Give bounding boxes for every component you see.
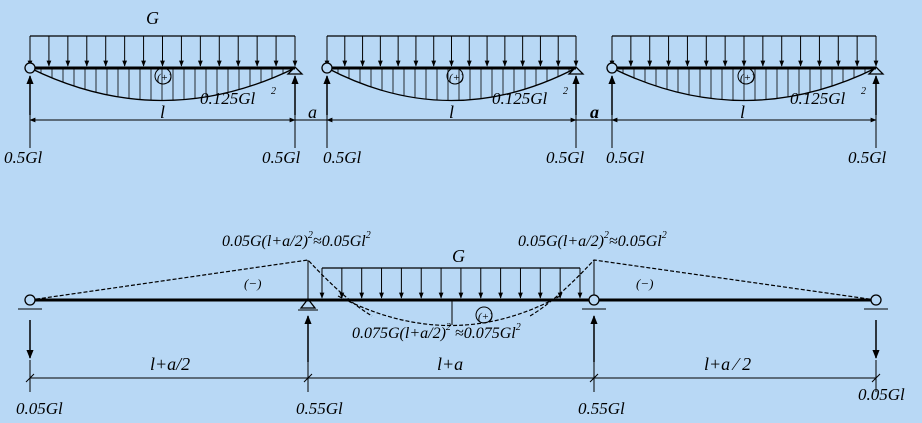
bottom-support-1-roller <box>24 294 36 306</box>
top-span-1-moment-hatch <box>40 68 295 100</box>
bottom-row: 0.05G(l+a/2)2≈0.05Gl2 0.05G(l+a/2)2≈0.05… <box>16 230 905 418</box>
top-row: G (+) 0.125Gl 2 l 0.5Gl 0.5Gl a <box>4 8 887 167</box>
top-gap-2-label: a <box>590 102 599 122</box>
top-span-2-pin <box>567 66 585 75</box>
bottom-reaction-1: 0.05Gl <box>16 399 63 418</box>
top-span-2-moment-exp: 2 <box>563 86 568 97</box>
top-span-1-pin <box>286 66 304 75</box>
top-span-1-moment: 0.125Gl <box>200 89 256 108</box>
top-span-3-moment-hatch <box>622 68 866 100</box>
top-span-3-length: l <box>740 102 745 122</box>
bottom-sign-right: (−) <box>636 276 653 291</box>
bottom-sign-mid: (+) <box>478 311 493 323</box>
top-span-1-length: l <box>160 102 165 122</box>
top-span-2-load <box>324 35 579 67</box>
bottom-left-support-moment: 0.05G(l+a/2)2≈0.05Gl2 <box>222 230 371 250</box>
top-span-2-left-reaction: 0.5Gl <box>323 148 362 167</box>
bottom-dim-3: l+a ⁄ 2 <box>704 354 751 374</box>
top-span-3-moment: 0.125Gl <box>790 89 846 108</box>
top-span-1-sign: (+) <box>157 72 172 84</box>
bottom-middle-load <box>319 267 583 299</box>
bottom-midspan-moment: 0.075G(l+a/2)2 ≈0.075Gl2 <box>352 322 521 342</box>
top-span-2-length: l <box>449 102 454 122</box>
bottom-right-support-moment: 0.05G(l+a/2)2≈0.05Gl2 <box>518 230 667 250</box>
bottom-sign-mid-circle <box>475 306 493 324</box>
top-span-2-sign: (+) <box>449 72 464 84</box>
bottom-reaction-4: 0.05Gl <box>858 385 905 404</box>
bottom-support-2-pin <box>299 297 317 309</box>
top-span-1-moment-exp: 2 <box>271 86 276 97</box>
top-span-3-moment-curve <box>611 67 877 102</box>
top-span-3-sign: (+) <box>740 72 755 84</box>
bottom-sign-left: (−) <box>244 276 261 291</box>
bottom-moment-right <box>529 259 877 317</box>
top-span-3-pin <box>867 66 885 75</box>
top-span-1-left-reaction: 0.5Gl <box>4 148 43 167</box>
bottom-reaction-3: 0.55Gl <box>578 399 625 418</box>
top-span-1-moment-curve <box>29 67 296 102</box>
top-span-3-right-reaction: 0.5Gl <box>848 148 887 167</box>
top-span-3-left-reaction: 0.5Gl <box>606 148 645 167</box>
bottom-moment-left <box>29 259 373 317</box>
top-load-label: G <box>146 8 159 28</box>
top-span-1-load <box>27 35 298 67</box>
top-span-2-moment: 0.125Gl <box>492 89 548 108</box>
top-span-2-moment-hatch <box>337 68 570 100</box>
top-span-2-right-reaction: 0.5Gl <box>546 148 585 167</box>
bottom-load-label: G <box>452 246 465 266</box>
bottom-dim-2: l+a <box>437 354 463 374</box>
bottom-support-4-roller <box>870 294 882 306</box>
top-span-1-roller <box>24 62 36 74</box>
bottom-support-3-roller <box>588 294 600 306</box>
top-span-2-moment-curve <box>326 67 577 102</box>
top-gap-1-label: a <box>308 102 317 122</box>
bottom-reaction-2: 0.55Gl <box>296 399 343 418</box>
top-span-2: (+) 0.125Gl 2 l 0.5Gl 0.5Gl <box>321 35 585 167</box>
top-span-3-load <box>609 35 879 67</box>
top-span-3-moment-exp: 2 <box>861 86 866 97</box>
top-span-2-sign-circle <box>446 67 464 85</box>
bottom-moment-mid <box>337 295 561 327</box>
top-span-1-right-reaction: 0.5Gl <box>262 148 301 167</box>
top-span-2-roller <box>321 62 333 74</box>
top-span-1-sign-circle <box>154 67 172 85</box>
top-span-1: (+) 0.125Gl 2 l 0.5Gl 0.5Gl <box>4 35 304 167</box>
top-span-3: (+) 0.125Gl 2 l 0.5Gl 0.5Gl <box>606 35 887 167</box>
top-span-3-roller <box>606 62 618 74</box>
bottom-dim-1: l+a/2 <box>150 354 190 374</box>
top-span-3-sign-circle <box>737 67 755 85</box>
